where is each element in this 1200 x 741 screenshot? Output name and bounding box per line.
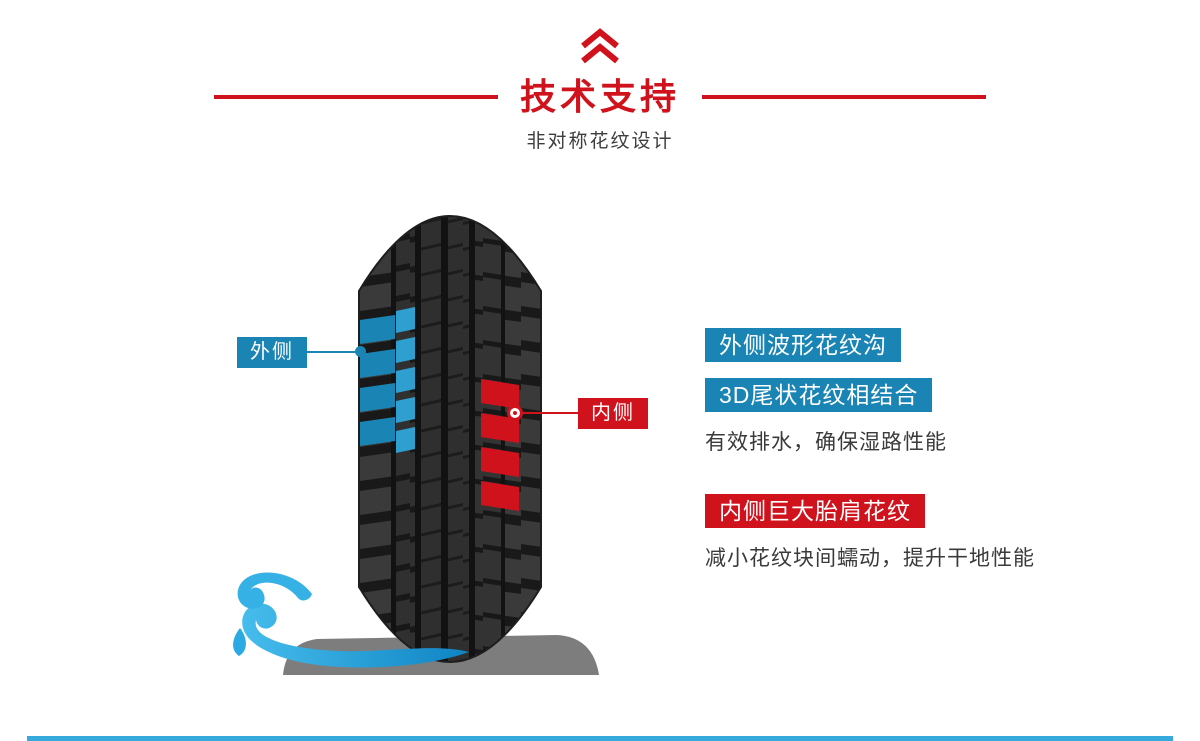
inner-leader-line [521,412,578,414]
tire-illustration [358,215,542,663]
inner-side-label: 内侧 [578,398,648,429]
inner-feature-description: 减小花纹块间蠕动，提升干地性能 [705,547,1035,570]
water-splash-graphic [233,572,469,668]
water-drop [233,628,246,656]
inner-anchor-dot [507,405,523,421]
outer-feature-tag-1: 外侧波形花纹沟 [705,328,901,362]
water-curl [237,572,312,609]
outer-feature-tag-2: 3D尾状花纹相结合 [705,378,933,412]
page-subtitle: 非对称花纹设计 [526,131,674,152]
inner-shoulder-blocks [481,379,519,511]
outer-leader-line [302,351,360,353]
title-divider-left [213,95,498,99]
double-chevron-up-icon [581,28,619,64]
water-swoosh [242,603,469,668]
outer-feature-description: 有效排水，确保湿路性能 [705,431,947,454]
outer-3d-tail-blocks [396,307,415,453]
title-divider-right [702,95,986,99]
outer-wave-groove-blocks [359,315,395,447]
tire-tread [359,216,541,662]
page-title: 技术支持 [519,76,680,117]
inner-anchor-dot-core [513,411,517,415]
title-row: 技术支持 [0,78,1200,116]
inner-feature-tag: 内侧巨大胎肩花纹 [705,494,925,528]
outer-side-label: 外侧 [237,337,307,368]
feature-list: 外侧波形花纹沟 3D尾状花纹相结合 有效排水，确保湿路性能 内侧巨大胎肩花纹 减… [705,328,1135,572]
inner-anchor-dot-ring [510,408,520,418]
footer-accent-bar [27,736,1173,741]
outer-anchor-dot [355,346,366,357]
